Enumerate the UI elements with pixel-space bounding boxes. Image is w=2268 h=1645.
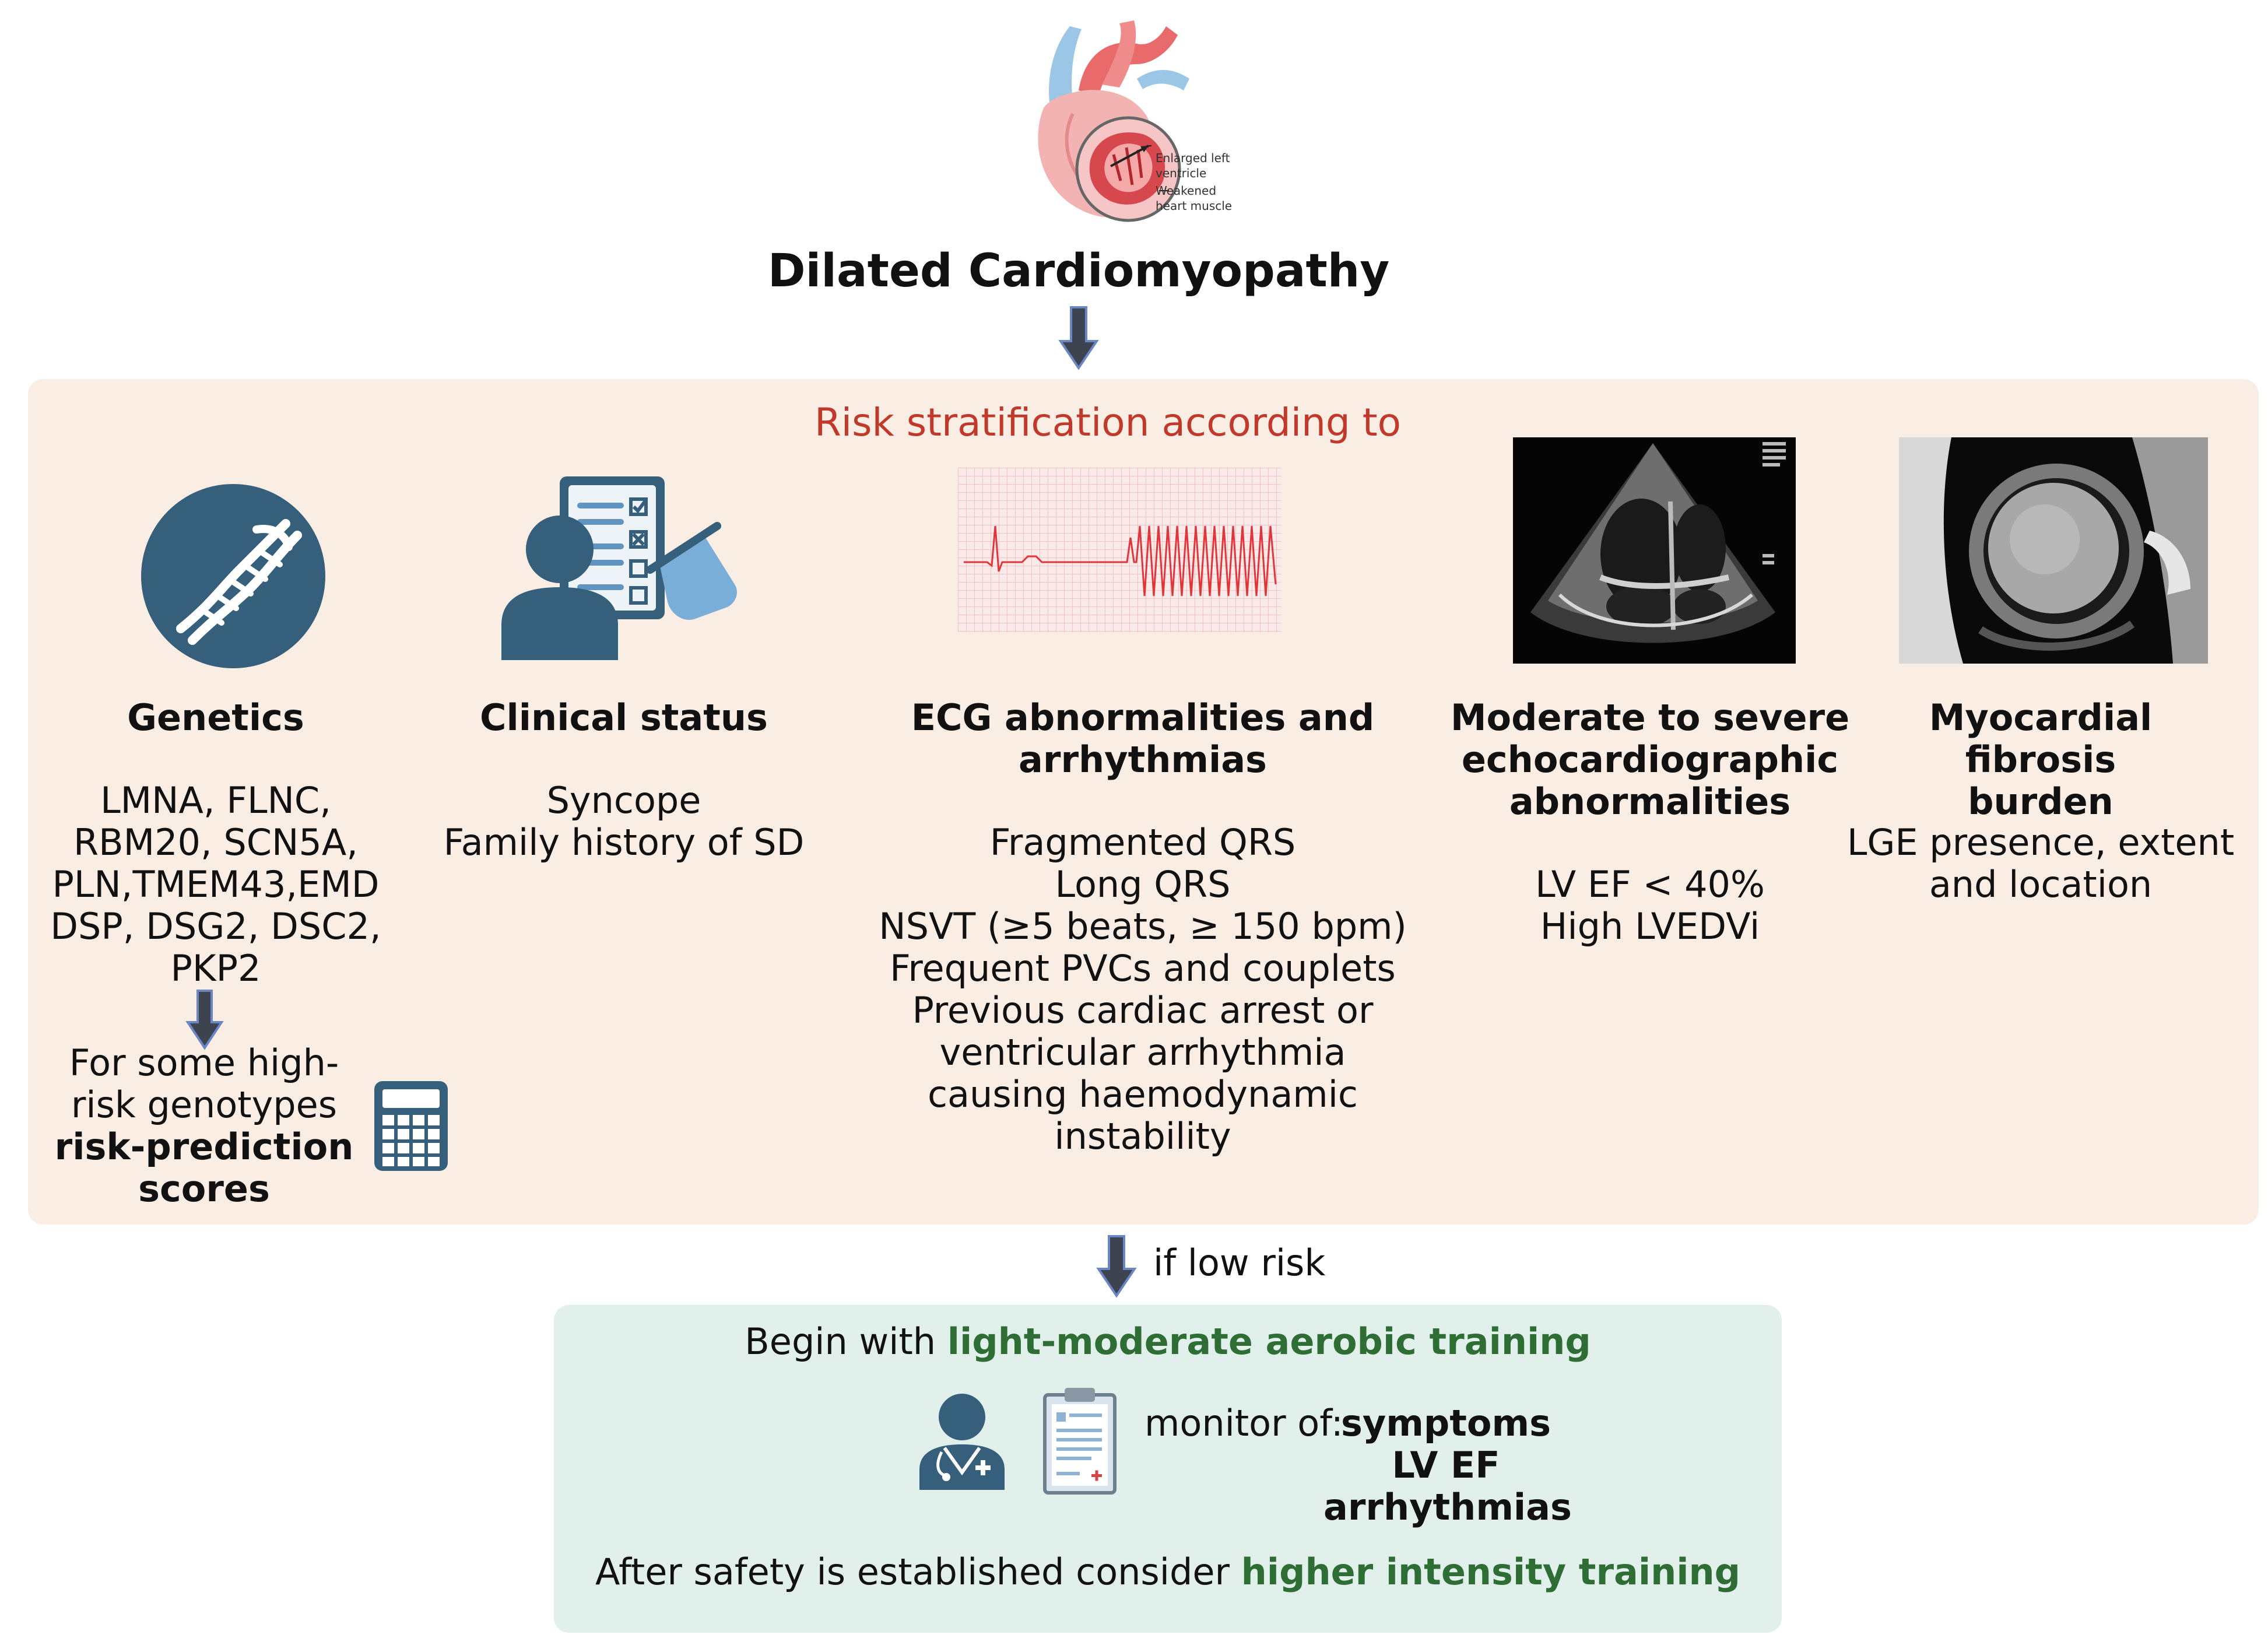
genetics-down-arrow-icon: [185, 990, 224, 1050]
plan-line-after-safety: After safety is established consider hig…: [554, 1551, 1782, 1593]
medical-report-icon: [1042, 1387, 1117, 1495]
plan-line-after-safety-prefix: After safety is established consider: [595, 1551, 1241, 1593]
doctor-icon: [918, 1391, 1006, 1490]
monitor-item: symptoms: [1340, 1402, 1551, 1444]
monitor-label: monitor of:: [1144, 1402, 1343, 1444]
clinical-status-body: Syncope Family history of SD: [443, 779, 805, 864]
heart-label-weakened-muscle: Weakened heart muscle: [1156, 184, 1233, 213]
down-arrow-icon: [1058, 306, 1099, 370]
ecg-strip-icon: [958, 468, 1282, 632]
heart-label-enlarged-ventricle: Enlarged left ventricle: [1156, 151, 1230, 180]
echo-title: Moderate to severe echocardiographic abn…: [1450, 696, 1850, 823]
plan-line-after-safety-highlight: higher intensity training: [1241, 1551, 1741, 1593]
plan-line-begin: Begin with light-moderate aerobic traini…: [554, 1321, 1782, 1363]
genetics-risk-score-note: For some high- risk genotypes risk-predi…: [54, 1041, 354, 1210]
low-risk-down-arrow-icon: [1096, 1235, 1137, 1298]
cardiac-mri-image: [1899, 437, 2208, 664]
monitor-item: arrhythmias: [1323, 1486, 1572, 1528]
monitor-item: LV EF: [1392, 1444, 1500, 1486]
echo-body: LV EF < 40% High LVEDVi: [1535, 863, 1765, 948]
genetics-title: Genetics: [127, 696, 304, 739]
heart-illustration: [974, 20, 1323, 230]
plan-line-begin-prefix: Begin with: [745, 1320, 947, 1363]
clinical-status-title: Clinical status: [480, 696, 768, 739]
if-low-risk-label: if low risk: [1153, 1241, 1326, 1284]
monitor-items-list: symptoms LV EF arrhythmias: [1323, 1402, 1572, 1528]
patient-checklist-icon: [496, 473, 752, 660]
page-title: Dilated Cardiomyopathy: [767, 245, 1390, 297]
dna-icon: [140, 483, 326, 669]
fibrosis-body: LGE presence, extent and location: [1846, 821, 2235, 906]
fibrosis-title: Myocardial fibrosis burden: [1929, 696, 2153, 823]
calculator-icon: [373, 1080, 449, 1172]
ecg-title: ECG abnormalities and arrhythmias: [911, 696, 1375, 781]
risk-heading: Risk stratification according to: [814, 400, 1402, 445]
genetics-gene-list: LMNA, FLNC, RBM20, SCN5A, PLN,TMEM43,EMD…: [50, 779, 381, 990]
training-plan-panel: [554, 1305, 1782, 1633]
ecg-criteria-list: Fragmented QRS Long QRS NSVT (≥5 beats, …: [879, 821, 1407, 1158]
plan-line-begin-highlight: light-moderate aerobic training: [947, 1320, 1591, 1363]
echocardiogram-image: [1513, 437, 1796, 664]
